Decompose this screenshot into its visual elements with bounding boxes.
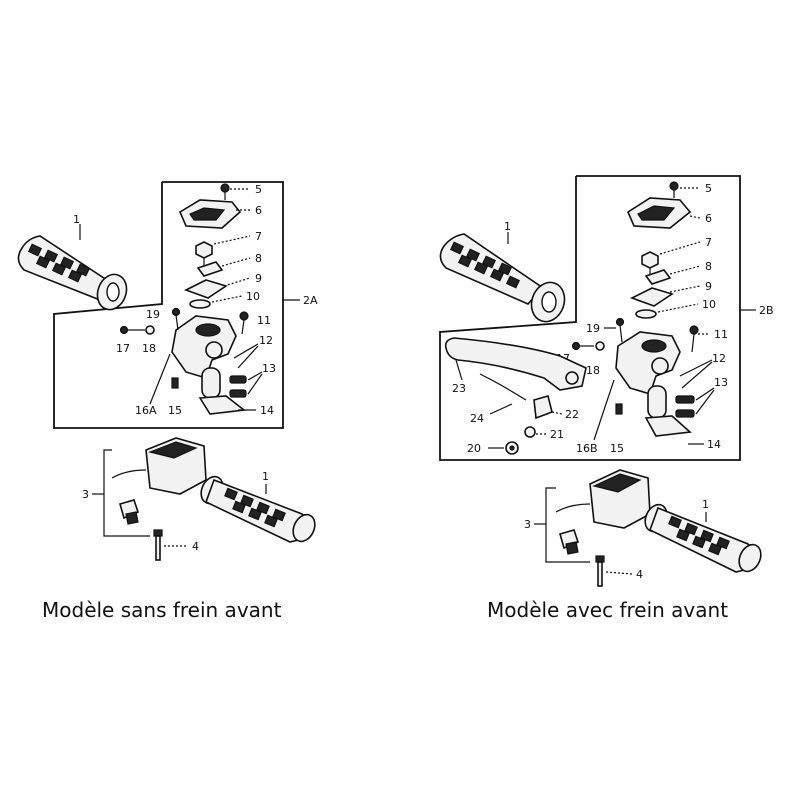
screw-11 <box>239 311 249 335</box>
plate-9 <box>183 279 228 299</box>
grip-bottom-right <box>644 503 762 573</box>
label-14-r: 14 <box>707 438 721 451</box>
nut-7 <box>195 241 213 266</box>
label-16A: 16A <box>135 404 157 417</box>
label-13-r: 13 <box>714 376 728 389</box>
bolt-4 <box>153 529 163 561</box>
label-8: 8 <box>255 252 262 265</box>
label-4-r: 4 <box>636 568 643 581</box>
label-5-r: 5 <box>705 182 712 195</box>
clamp-22 <box>533 395 553 420</box>
label-7-r: 7 <box>705 236 712 249</box>
bolts-13 <box>229 375 247 398</box>
label-24: 24 <box>470 412 484 425</box>
label-18: 18 <box>142 342 156 355</box>
label-16B: 16B <box>576 442 598 455</box>
label-9: 9 <box>255 272 262 285</box>
assembly-frame-2B <box>439 175 741 461</box>
left-panel: 2A 1 5 <box>17 181 318 622</box>
label-6-r: 6 <box>705 212 712 225</box>
label-20: 20 <box>467 442 481 455</box>
label-11-r: 11 <box>714 328 728 341</box>
clip-8-r <box>644 269 672 285</box>
clamp-nut-r <box>559 529 579 555</box>
plate-9-r <box>629 287 674 307</box>
screw-19-r <box>615 317 625 343</box>
grip-bottom-left <box>200 475 316 543</box>
label-1-bottom-right: 1 <box>702 498 709 511</box>
pin-15 <box>171 377 179 389</box>
cover-6 <box>178 199 242 229</box>
assembly-label-2A: 2A <box>303 294 318 307</box>
label-1-bottom: 1 <box>262 470 269 483</box>
label-12-r: 12 <box>712 352 726 365</box>
label-3-r: 3 <box>524 518 531 531</box>
label-4: 4 <box>192 540 199 553</box>
nut-7-r <box>641 251 659 276</box>
screw-11-r <box>689 325 699 353</box>
label-10-r: 10 <box>702 298 716 311</box>
label-9-r: 9 <box>705 280 712 293</box>
caption-left: Modèle sans frein avant <box>42 598 282 622</box>
label-21: 21 <box>550 428 564 441</box>
label-15: 15 <box>168 404 182 417</box>
label-6: 6 <box>255 204 262 217</box>
grip-top-right <box>439 233 566 323</box>
label-1-top: 1 <box>73 213 80 226</box>
right-panel: 2B 1 5 <box>439 175 774 622</box>
label-14: 14 <box>260 404 274 417</box>
bolt-4-r <box>595 555 605 587</box>
screw-20 <box>505 441 519 455</box>
label-19: 19 <box>146 308 160 321</box>
clamp-nut <box>119 499 139 525</box>
label-22: 22 <box>565 408 579 421</box>
assembly-frame-2A <box>53 181 284 429</box>
throttle-housing <box>171 315 247 415</box>
brake-lever-23 <box>444 337 587 391</box>
label-8-r: 8 <box>705 260 712 273</box>
bolts-13-r <box>675 395 695 418</box>
washer-10-r <box>635 309 657 319</box>
label-12: 12 <box>259 334 273 347</box>
screw-17 <box>119 325 145 335</box>
label-23: 23 <box>452 382 466 395</box>
screw-5-r <box>669 181 679 198</box>
washer-10 <box>189 299 211 309</box>
label-10: 10 <box>246 290 260 303</box>
screw-19 <box>171 307 181 331</box>
throttle-housing-r <box>615 331 692 437</box>
washer-18-r <box>595 341 605 351</box>
screw-5 <box>220 183 230 200</box>
screw-17-r <box>571 341 594 351</box>
switch-housing-r <box>555 469 651 529</box>
label-7: 7 <box>255 230 262 243</box>
cover-6-r <box>626 197 692 229</box>
switch-housing <box>111 437 207 495</box>
washer-18 <box>145 325 155 335</box>
label-1-top-right: 1 <box>504 220 511 233</box>
label-15-r: 15 <box>610 442 624 455</box>
pin-15-r <box>615 403 623 415</box>
clip-8 <box>196 261 224 277</box>
label-3: 3 <box>82 488 89 501</box>
assembly-label-2B: 2B <box>759 304 774 317</box>
label-18-r: 18 <box>586 364 600 377</box>
cable-24 <box>479 373 527 401</box>
caption-right: Modèle avec frein avant <box>487 598 728 622</box>
label-17: 17 <box>116 342 130 355</box>
nut-21 <box>524 426 536 438</box>
label-5: 5 <box>255 183 262 196</box>
label-19-r: 19 <box>586 322 600 335</box>
grip-top-left <box>17 235 128 311</box>
label-13: 13 <box>262 362 276 375</box>
label-11: 11 <box>257 314 271 327</box>
